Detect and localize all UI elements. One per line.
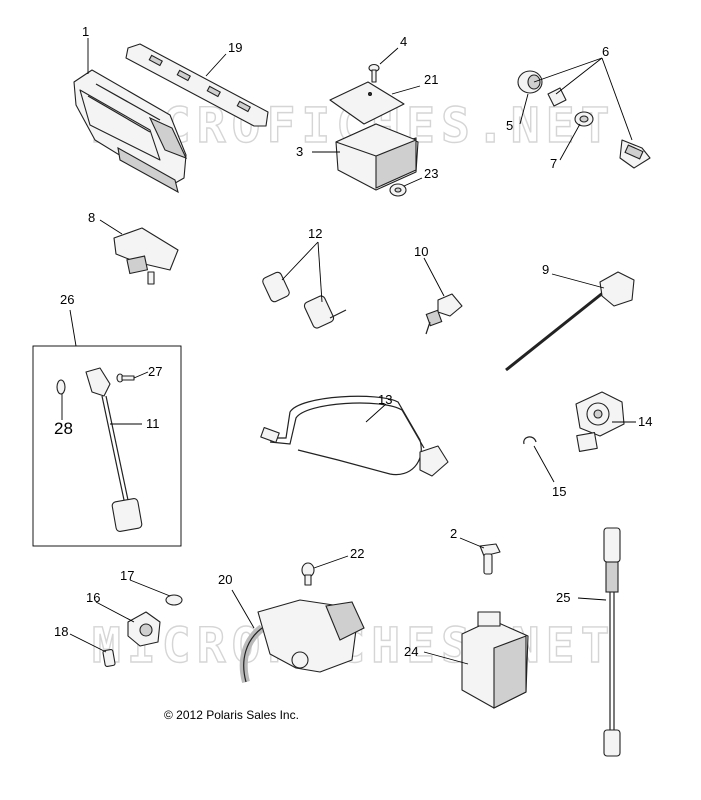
callout-26: 26 bbox=[60, 292, 74, 307]
kit-26-box bbox=[32, 345, 182, 547]
part-16-iac[interactable] bbox=[127, 611, 161, 647]
part-6-sensor[interactable] bbox=[619, 139, 651, 169]
callout-23: 23 bbox=[424, 166, 438, 181]
leader-lines bbox=[61, 38, 636, 665]
part-5-sensor-cap[interactable] bbox=[517, 70, 543, 94]
part-10-temp-sensor[interactable] bbox=[425, 293, 463, 335]
part-12-plugs[interactable] bbox=[261, 271, 347, 329]
callout-15: 15 bbox=[552, 484, 566, 499]
callout-22: 22 bbox=[350, 546, 364, 561]
callout-4: 4 bbox=[400, 34, 407, 49]
callout-17: 17 bbox=[120, 568, 134, 583]
callout-24: 24 bbox=[404, 644, 418, 659]
part-28-oring[interactable] bbox=[56, 379, 66, 395]
callout-7: 7 bbox=[550, 156, 557, 171]
part-21-cover[interactable] bbox=[329, 81, 405, 125]
callout-27: 27 bbox=[148, 364, 162, 379]
part-18-bolt[interactable] bbox=[102, 649, 116, 667]
callout-2: 2 bbox=[450, 526, 457, 541]
callout-6: 6 bbox=[602, 44, 609, 59]
part-7-washer[interactable] bbox=[574, 111, 594, 127]
callout-21: 21 bbox=[424, 72, 438, 87]
part-15-clip[interactable] bbox=[523, 436, 537, 445]
part-27-screw[interactable] bbox=[116, 373, 135, 383]
callout-10: 10 bbox=[414, 244, 428, 259]
copyright-text: © 2012 Polaris Sales Inc. bbox=[164, 708, 299, 722]
callout-20: 20 bbox=[218, 572, 232, 587]
callout-9: 9 bbox=[542, 262, 549, 277]
callout-3: 3 bbox=[296, 144, 303, 159]
part-14-knock-sensor[interactable] bbox=[575, 391, 625, 452]
part-9-speed-sensor[interactable] bbox=[505, 271, 635, 373]
part-20-throttle-body[interactable] bbox=[239, 599, 365, 684]
callout-14: 14 bbox=[638, 414, 652, 429]
callout-13: 13 bbox=[378, 392, 392, 407]
part-1-ecu[interactable] bbox=[73, 69, 188, 194]
callout-12: 12 bbox=[308, 226, 322, 241]
callout-25: 25 bbox=[556, 590, 570, 605]
part-2-bolt[interactable] bbox=[479, 543, 501, 575]
part-3-module[interactable] bbox=[335, 123, 419, 191]
callout-5: 5 bbox=[506, 118, 513, 133]
callout-8: 8 bbox=[88, 210, 95, 225]
part-24-relay[interactable] bbox=[461, 611, 529, 709]
callout-18: 18 bbox=[54, 624, 68, 639]
part-8-map-sensor[interactable] bbox=[113, 227, 179, 285]
part-13-harness[interactable] bbox=[260, 395, 449, 477]
part-22-screw[interactable] bbox=[301, 562, 315, 586]
callout-28: 28 bbox=[54, 419, 73, 438]
part-6-clip[interactable] bbox=[547, 87, 567, 107]
part-25-sensor-lead[interactable] bbox=[603, 527, 621, 757]
part-19-strap[interactable] bbox=[125, 43, 269, 127]
callout-1: 1 bbox=[82, 24, 89, 39]
part-4-screw[interactable] bbox=[368, 63, 380, 83]
part-23-grommet[interactable] bbox=[389, 183, 407, 197]
callout-11: 11 bbox=[146, 416, 160, 431]
part-17-oring[interactable] bbox=[165, 594, 183, 606]
callout-16: 16 bbox=[86, 590, 100, 605]
part-11-o2-sensor[interactable] bbox=[85, 367, 143, 532]
callout-19: 19 bbox=[228, 40, 242, 55]
